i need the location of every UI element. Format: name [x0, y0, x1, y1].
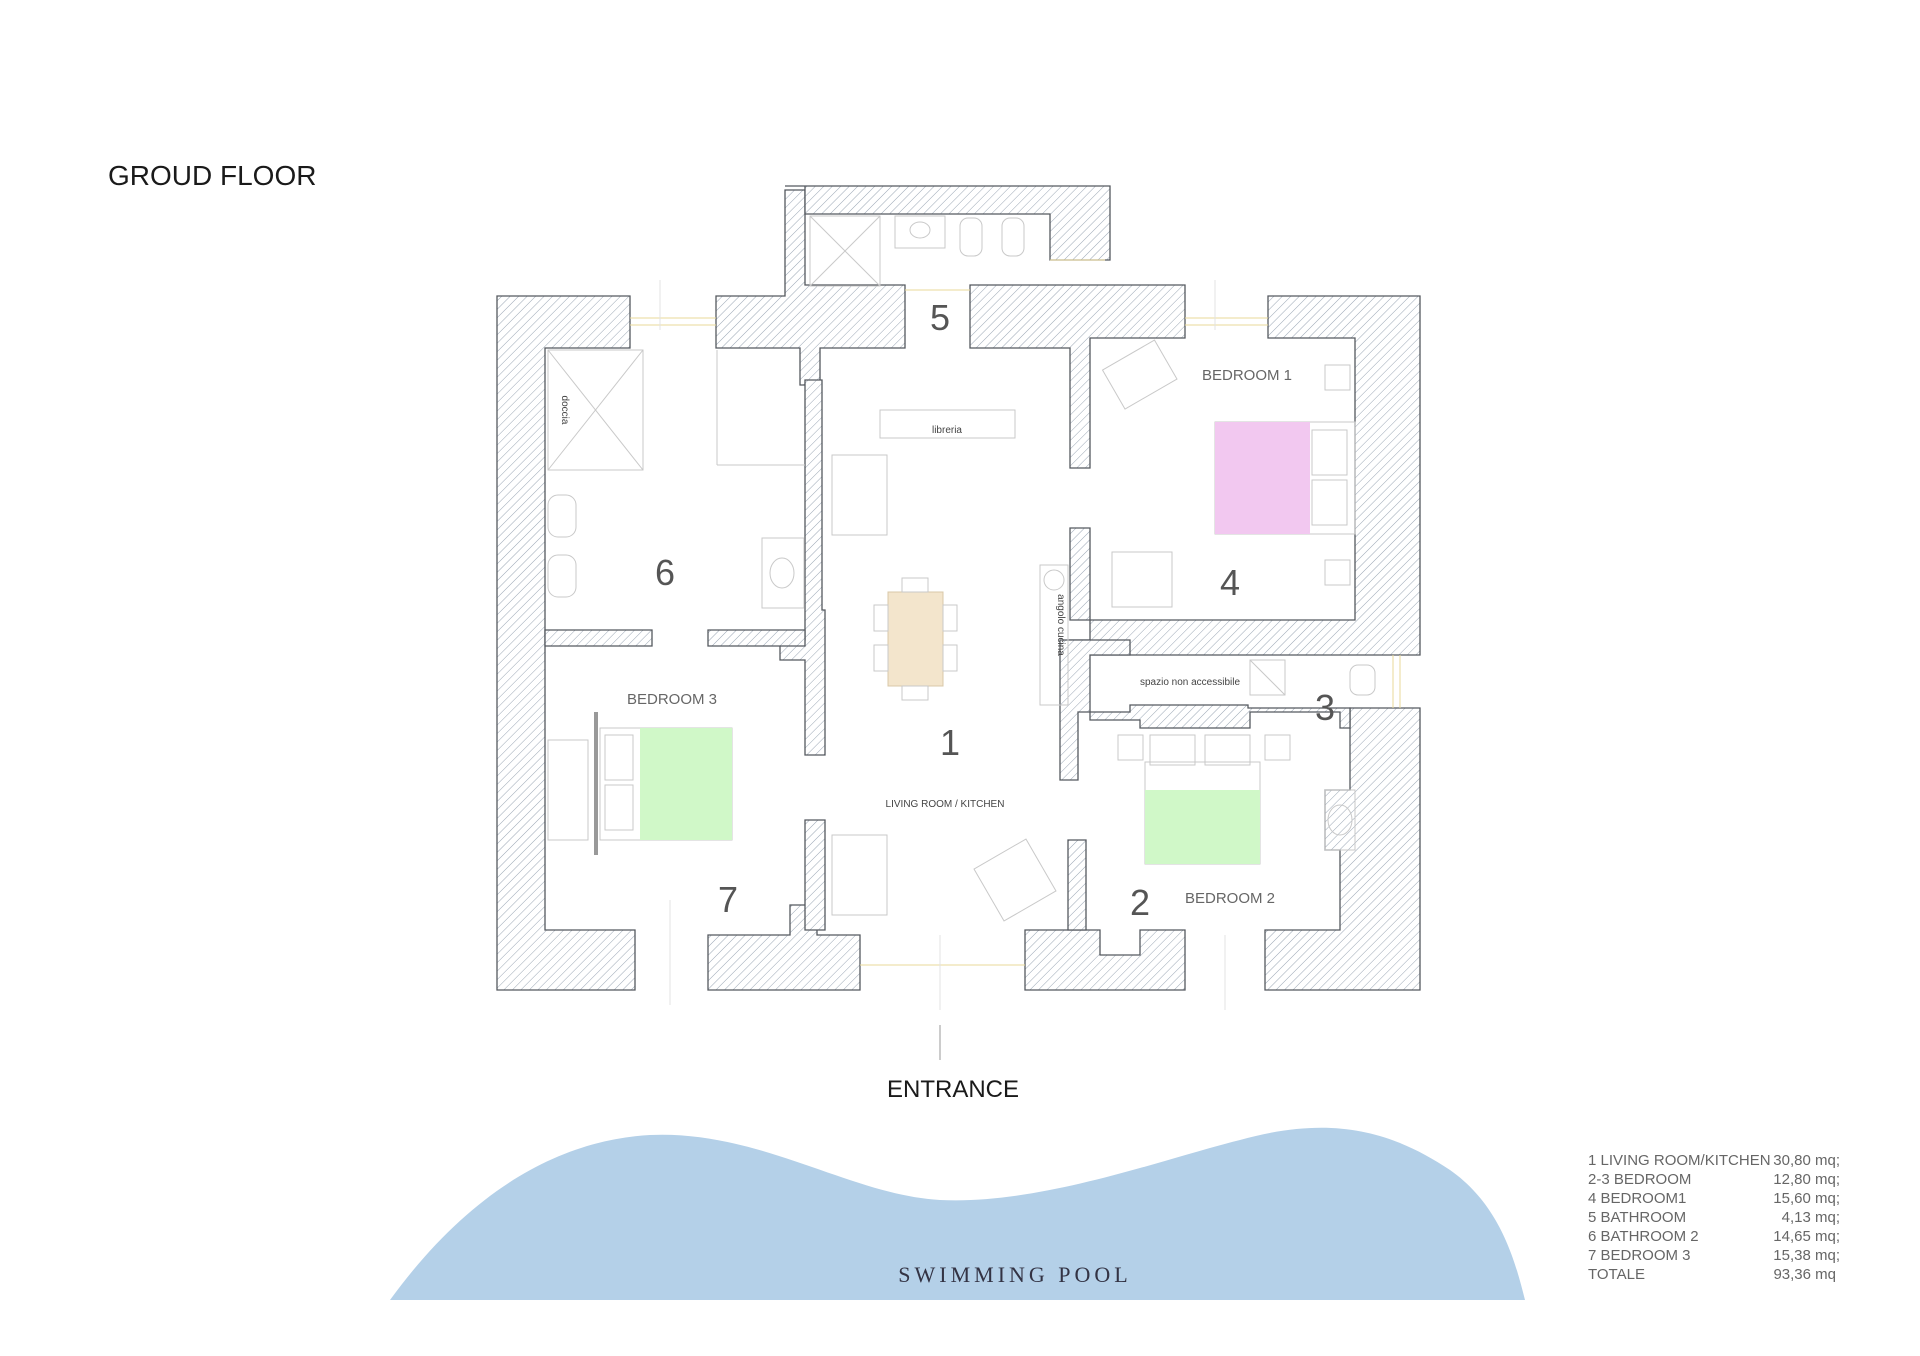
furniture: [547, 215, 1376, 922]
wall-bottom-right: [1024, 929, 1186, 991]
label-angolo-cucina: angolo cucina: [1055, 594, 1066, 656]
wall-right-lower: [1264, 707, 1421, 991]
label-libreria: libreria: [932, 425, 962, 436]
legend-value-6: 15,38 mq;: [1773, 1247, 1840, 1264]
room-number-1: 1: [940, 722, 960, 763]
windows: [630, 259, 1401, 966]
legend-label-4: 5 BATHROOM: [1588, 1209, 1686, 1226]
walls: [496, 185, 1421, 991]
room-name-bedroom-1: BEDROOM 1: [1202, 367, 1292, 384]
bed-bedroom-1: [1215, 422, 1310, 534]
legend-value-4: 4,13 mq;: [1782, 1209, 1840, 1226]
legend-label-6: 7 BEDROOM 3: [1588, 1247, 1691, 1264]
room-name-bedroom-3: BEDROOM 3: [627, 691, 717, 708]
wall-left: [496, 295, 636, 991]
wall-top-right: [969, 284, 1186, 469]
wall-interior-left: [779, 379, 826, 756]
wall-partition-6-7b: [707, 629, 806, 647]
guide-lines: [659, 280, 1226, 1060]
dining-table: [887, 591, 944, 687]
bed-bedroom-2: [1145, 790, 1260, 864]
legend-value-3: 15,60 mq;: [1773, 1190, 1840, 1207]
room-number-2: 2: [1130, 882, 1150, 923]
room-number-7: 7: [718, 879, 738, 920]
legend-label-1: 1 LIVING ROOM/KITCHEN: [1588, 1152, 1771, 1169]
bed-bedroom-3: [640, 728, 732, 840]
plan-title: GROUD FLOOR: [108, 160, 316, 191]
wall-kitchen-right: [1059, 639, 1351, 781]
swimming-pool: [390, 1127, 1525, 1300]
legend-label-2: 2-3 BEDROOM: [1588, 1171, 1691, 1188]
room-name-bedroom-2: BEDROOM 2: [1185, 890, 1275, 907]
entrance-label: ENTRANCE: [887, 1076, 1019, 1103]
room-number-6: 6: [655, 552, 675, 593]
label-doccia: doccia: [559, 396, 570, 425]
legend-value-5: 14,65 mq;: [1773, 1228, 1840, 1245]
room-number-3: 3: [1315, 687, 1335, 728]
area-legend: 1 LIVING ROOM/KITCHEN 30,80 mq; 2-3 BEDR…: [1588, 1152, 1840, 1283]
room-number-5: 5: [930, 297, 950, 338]
wall-top-left: [715, 189, 906, 386]
legend-value-1: 30,80 mq;: [1773, 1152, 1840, 1169]
legend-value-7: 93,36 mq: [1773, 1266, 1836, 1283]
wall-bathroom-5: [785, 185, 1111, 261]
label-spazio-non-accessibile: spazio non accessibile: [1140, 677, 1240, 688]
legend-label-7: TOTALE: [1588, 1266, 1645, 1283]
wall-living-lower-right: [1067, 839, 1087, 931]
wall-partition-6-7: [544, 629, 653, 647]
legend-label-3: 4 BEDROOM1: [1588, 1190, 1686, 1207]
wall-bottom-left: [707, 904, 861, 991]
legend-label-5: 6 BATHROOM 2: [1588, 1228, 1699, 1245]
room-number-4: 4: [1220, 562, 1240, 603]
legend-value-2: 12,80 mq;: [1773, 1171, 1840, 1188]
wall-living-lower-left: [804, 819, 826, 931]
wall-bedroom1-left: [1069, 527, 1091, 621]
pool-label: SWIMMING POOL: [898, 1262, 1132, 1287]
room-name-living-room: LIVING ROOM / KITCHEN: [886, 799, 1005, 810]
